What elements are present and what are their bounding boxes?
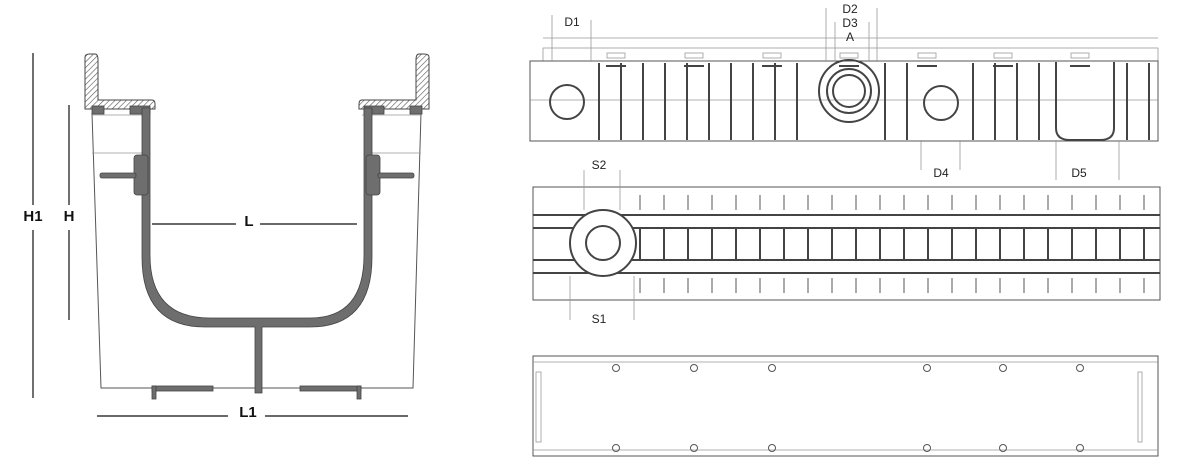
d2-outlet-ring <box>818 59 880 123</box>
grate-seat <box>91 105 105 115</box>
d5-label: D5 <box>1071 166 1087 180</box>
left-anchor-fin <box>99 172 137 179</box>
d1-label: D1 <box>564 15 580 29</box>
d4-label: D4 <box>933 166 949 180</box>
grate-clip <box>684 52 704 59</box>
mounting-hole <box>768 444 776 452</box>
mounting-hole <box>690 444 698 452</box>
right-foot-lip <box>356 385 362 400</box>
cross-section-view: H1 H L L1 <box>23 53 430 421</box>
bottom-body-outline <box>532 355 1159 457</box>
channel-wall-section <box>141 107 373 394</box>
right-grate-frame <box>358 53 430 110</box>
h-label: H <box>64 208 75 225</box>
d5-outlet-shape <box>1055 62 1115 141</box>
end-cap <box>1137 371 1143 443</box>
mounting-hole <box>1076 364 1084 372</box>
d3-outlet-circle <box>826 68 872 114</box>
l-label: L <box>244 213 253 230</box>
grate-seat <box>409 105 423 115</box>
a-outlet-circle <box>832 74 866 108</box>
left-foot-lip <box>151 385 157 400</box>
top-view: S2 S1 <box>532 158 1161 326</box>
l1-label: L1 <box>239 404 257 421</box>
mounting-hole <box>612 444 620 452</box>
s2-label: S2 <box>592 158 607 172</box>
grate-clip <box>917 52 937 59</box>
d3-label: D3 <box>842 16 858 30</box>
grate-clip <box>993 52 1013 59</box>
side-body-outline <box>529 60 1159 142</box>
grate-clip <box>1070 52 1090 59</box>
left-grate-frame <box>84 53 156 110</box>
right-anchor-fin <box>377 172 415 179</box>
s2-outlet-ring <box>569 209 637 277</box>
mounting-hole <box>690 364 698 372</box>
s1-label: S1 <box>592 312 607 326</box>
top-body-outline <box>532 186 1161 301</box>
s1-outlet-circle <box>585 225 621 261</box>
d4-outlet-circle <box>923 85 959 121</box>
mounting-hole <box>1076 444 1084 452</box>
mounting-hole <box>999 364 1007 372</box>
h1-label: H1 <box>23 208 42 225</box>
mounting-hole <box>768 364 776 372</box>
grate-clip <box>606 52 626 59</box>
d2-label: D2 <box>842 2 858 16</box>
bottom-view <box>532 355 1159 457</box>
grate-clip <box>839 52 859 59</box>
a-label: A <box>846 30 854 44</box>
mounting-hole <box>923 364 931 372</box>
side-view: D1 D2 D3 A D4 D5 <box>529 2 1159 180</box>
d1-outlet-circle <box>549 84 585 120</box>
left-foot <box>151 385 214 392</box>
mounting-hole <box>612 364 620 372</box>
end-cap <box>535 371 542 443</box>
grate-clip <box>762 52 782 59</box>
mounting-hole <box>999 444 1007 452</box>
mounting-hole <box>923 444 931 452</box>
right-foot <box>299 385 362 392</box>
